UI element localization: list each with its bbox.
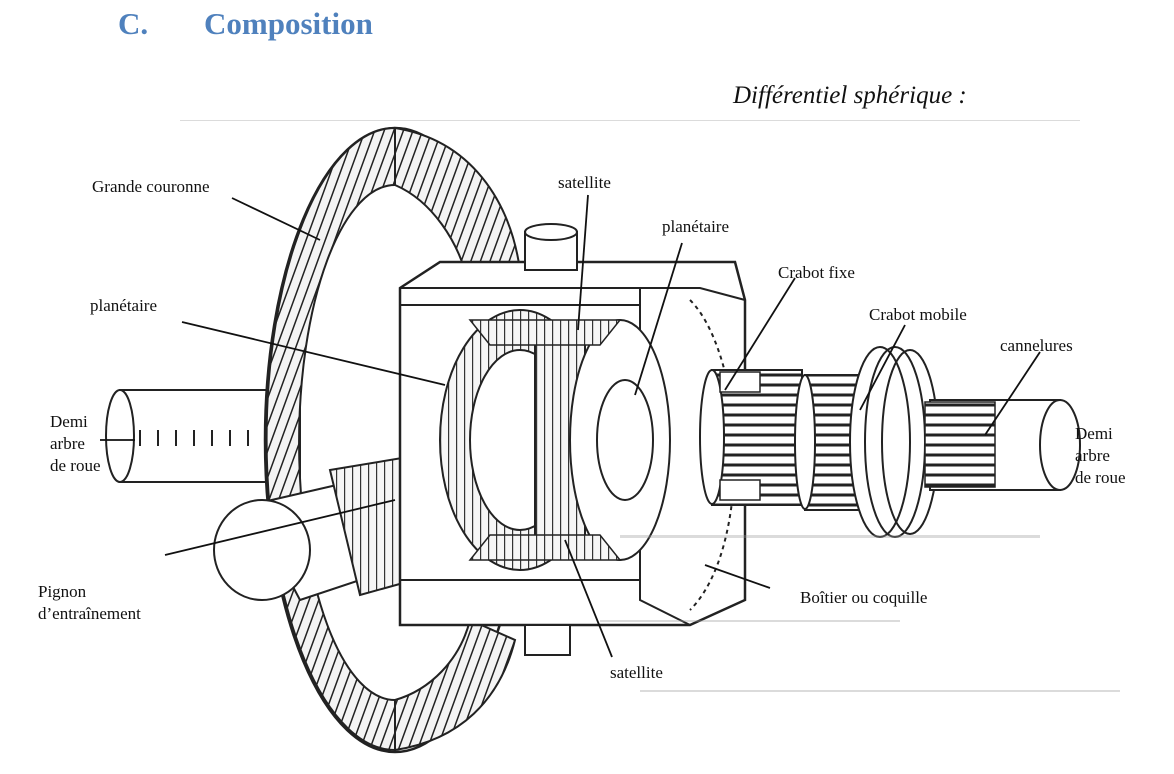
label-crabot-mobile: Crabot mobile bbox=[869, 305, 967, 324]
label-demi-arbre-left-2: arbre bbox=[50, 434, 85, 453]
label-planetaire-top: planétaire bbox=[662, 217, 730, 236]
label-demi-arbre-right-3: de roue bbox=[1075, 468, 1126, 487]
section-title: Composition bbox=[204, 6, 373, 41]
section-heading: C. Composition bbox=[118, 6, 373, 42]
label-demi-arbre-right-2: arbre bbox=[1075, 446, 1110, 465]
label-planetaire-left: planétaire bbox=[90, 296, 158, 315]
label-demi-arbre-left-1: Demi bbox=[50, 412, 88, 431]
figure-caption: Différentiel sphérique : bbox=[733, 82, 967, 109]
label-cannelures: cannelures bbox=[1000, 336, 1073, 355]
label-boitier: Boîtier ou coquille bbox=[800, 588, 928, 607]
label-pignon-2: d’entraînement bbox=[38, 604, 141, 623]
inner-gears bbox=[439, 309, 671, 571]
fixed-dog-clutch bbox=[699, 369, 803, 506]
label-demi-arbre-right-1: Demi bbox=[1075, 424, 1113, 443]
label-satellite-bottom: satellite bbox=[610, 663, 663, 682]
label-pignon-1: Pignon bbox=[38, 582, 87, 601]
label-demi-arbre-left-3: de roue bbox=[50, 456, 101, 475]
drive-pinion bbox=[213, 453, 452, 602]
label-grande-couronne: Grande couronne bbox=[92, 177, 210, 196]
label-satellite-top: satellite bbox=[558, 173, 611, 192]
scan-texture bbox=[180, 120, 1120, 692]
sliding-dog-clutch bbox=[794, 346, 939, 538]
label-crabot-fixe: Crabot fixe bbox=[778, 263, 855, 282]
section-letter: C. bbox=[118, 6, 149, 41]
leader-lines bbox=[100, 194, 1041, 658]
right-half-shaft bbox=[924, 399, 1081, 491]
